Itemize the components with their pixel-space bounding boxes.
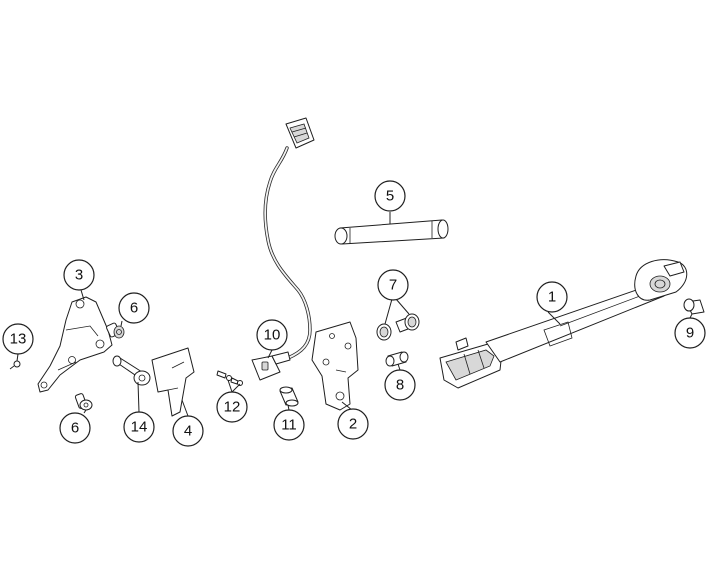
callout-6-lower: 6: [59, 412, 91, 444]
callout-3: 3: [63, 259, 95, 291]
callout-11: 11: [273, 409, 305, 441]
callout-5: 5: [374, 180, 406, 212]
part-8-sleeve: [385, 351, 409, 367]
callout-1: 1: [536, 281, 568, 313]
callout-12: 12: [216, 391, 248, 423]
callout-9: 9: [674, 317, 706, 349]
callout-6-upper-label: 6: [130, 300, 138, 317]
part-9-bolt: [683, 298, 705, 315]
callout-4-label: 4: [184, 423, 192, 440]
callout-7: 7: [377, 269, 409, 301]
callout-6-lower-label: 6: [71, 420, 79, 437]
callout-14-label: 14: [131, 419, 148, 436]
callout-11-label: 11: [281, 417, 297, 434]
callout-5-label: 5: [386, 188, 394, 205]
callout-8: 8: [384, 369, 416, 401]
callout-2-label: 2: [349, 416, 357, 433]
callout-9-label: 9: [686, 325, 694, 342]
callout-10-label: 10: [264, 327, 281, 344]
callout-7-label: 7: [389, 277, 397, 294]
callout-4: 4: [172, 415, 204, 447]
callout-10: 10: [256, 319, 288, 351]
callout-12-label: 12: [224, 399, 241, 416]
part-1-side-stand: [439, 259, 688, 389]
part-7-nuts: [376, 313, 420, 341]
callout-3-label: 3: [75, 267, 83, 284]
callout-8-label: 8: [396, 377, 404, 394]
part-3-bracket-plate: [37, 296, 113, 393]
part-10-sidestand-switch: [251, 117, 315, 381]
part-2-mounting-plate: [311, 321, 359, 411]
callout-2: 2: [337, 408, 369, 440]
callout-14: 14: [123, 411, 155, 443]
part-6-bolt-upper: [106, 322, 125, 339]
part-4-sensor-bracket: [151, 347, 195, 417]
callout-6-upper: 6: [118, 292, 150, 324]
part-14-long-bolt: [112, 355, 151, 386]
callout-13-label: 13: [10, 331, 27, 348]
part-13-screw: [9, 360, 21, 370]
part-12-screws: [216, 370, 243, 386]
leader-lines: [16, 212, 693, 417]
part-11-bushing: [279, 386, 299, 407]
callout-1-label: 1: [548, 289, 556, 306]
callout-13: 13: [2, 323, 34, 355]
part-6-bolt-lower: [74, 393, 93, 411]
part-5-tube: [334, 219, 449, 245]
